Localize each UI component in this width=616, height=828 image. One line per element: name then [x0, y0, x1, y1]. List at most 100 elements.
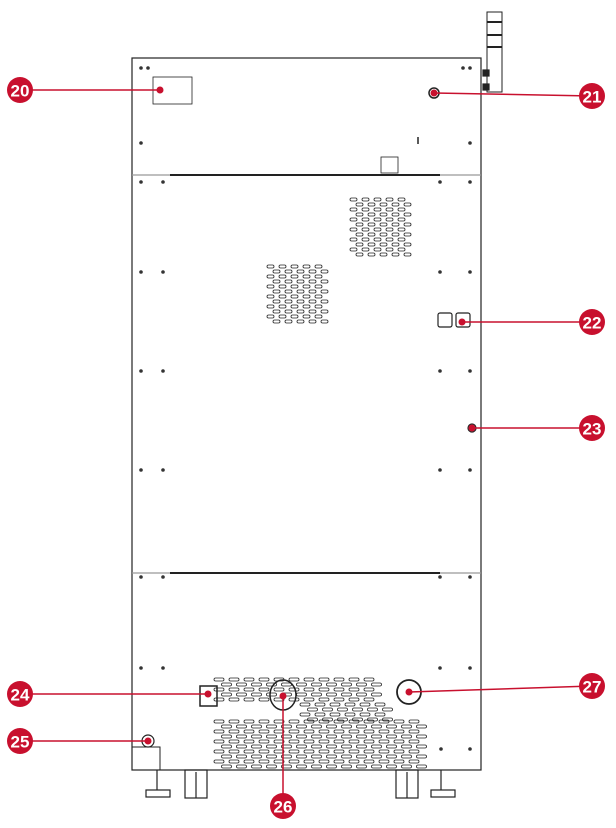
vent-slot [266, 754, 277, 759]
vent-slot [302, 264, 311, 269]
vent-slot [288, 739, 300, 744]
callout-number: 22 [583, 314, 602, 333]
vent-slot [363, 739, 375, 744]
vent-slot [326, 744, 337, 749]
vent-slot [303, 759, 315, 764]
vent-slot [228, 677, 240, 682]
callout-22: 22 [458, 309, 605, 335]
vent-slot [251, 724, 262, 729]
vent-slot [318, 687, 330, 692]
vent-slot [314, 294, 323, 299]
callout-26: 26 [270, 692, 296, 819]
vent-slot [236, 764, 247, 769]
vent-slot [385, 217, 394, 222]
callout-number: 24 [11, 686, 30, 705]
vent-slot [302, 314, 311, 319]
screw [438, 180, 442, 184]
vent-slot [391, 212, 400, 217]
vent-slot [290, 264, 299, 269]
screw [468, 270, 472, 274]
vent-slot [393, 749, 405, 754]
vent-slot [382, 717, 393, 722]
vent-slot [228, 749, 240, 754]
vent-slot [341, 754, 352, 759]
screw [468, 747, 472, 751]
vent-slot [273, 687, 285, 692]
vent-slot [303, 739, 315, 744]
vent-slot [367, 707, 378, 712]
vent-slot [228, 739, 240, 744]
vent-slot [318, 749, 330, 754]
callout-number: 25 [11, 733, 30, 752]
vent-slot [359, 712, 371, 717]
vent-slot [341, 724, 352, 729]
vent-slot [356, 692, 367, 697]
screw [461, 66, 465, 70]
vent-slot [311, 764, 322, 769]
screw [161, 468, 165, 472]
vent-slot [344, 702, 356, 707]
vent-slot [352, 707, 363, 712]
vent-slot [378, 749, 390, 754]
vent-slot [284, 279, 293, 284]
screw [139, 369, 143, 373]
vent-slot [296, 764, 307, 769]
vent-slot [320, 289, 329, 294]
vent-slot [391, 222, 400, 227]
screw [146, 66, 150, 70]
screw [438, 369, 442, 373]
vent-slot [228, 687, 240, 692]
vent-slot [272, 309, 281, 314]
vent-slot [236, 692, 247, 697]
vent-slot [379, 242, 388, 247]
vent-slot [296, 734, 307, 739]
vent-slot [273, 739, 285, 744]
vent-slot [281, 764, 292, 769]
leader-dot [468, 424, 476, 432]
vent-slot [278, 314, 287, 319]
vent-slot [311, 744, 322, 749]
vent-slot [397, 227, 406, 232]
screw [161, 666, 165, 670]
vent-slot [408, 749, 420, 754]
vent-slot [363, 697, 375, 702]
vent-slot [288, 729, 300, 734]
vent-slot [281, 724, 292, 729]
vent-slot [403, 242, 412, 247]
vent-slot [355, 212, 364, 217]
vent-slot [213, 759, 225, 764]
casters [145, 769, 456, 799]
vent-slot [361, 217, 370, 222]
vent-slot [308, 319, 317, 324]
vent-slot [320, 299, 329, 304]
vent-slot [296, 724, 307, 729]
vent-slot [403, 222, 412, 227]
screw [468, 369, 472, 373]
vent-slot [416, 734, 427, 739]
callout-24: 24 [7, 681, 212, 707]
vent-slot [393, 759, 405, 764]
vent-slot [333, 749, 345, 754]
vent-slot [367, 717, 378, 722]
vent-slot [272, 279, 281, 284]
vent-slot [314, 304, 323, 309]
vent-slot [382, 707, 393, 712]
callout-badge [7, 681, 33, 707]
vent-slot [371, 744, 382, 749]
vent-slot [348, 759, 360, 764]
vent-slot [302, 294, 311, 299]
vent-slot [303, 749, 315, 754]
callout-20: 20 [7, 77, 164, 103]
vent-slot [348, 687, 360, 692]
vent-slot [213, 677, 225, 682]
vent-slot [288, 749, 300, 754]
vent-slot [391, 242, 400, 247]
vent-slot [296, 279, 305, 284]
vent-slot [329, 702, 341, 707]
vent-slot [374, 702, 386, 707]
vent-slot [378, 719, 390, 724]
screw [139, 180, 143, 184]
screw [468, 468, 472, 472]
vent-slot [251, 764, 262, 769]
